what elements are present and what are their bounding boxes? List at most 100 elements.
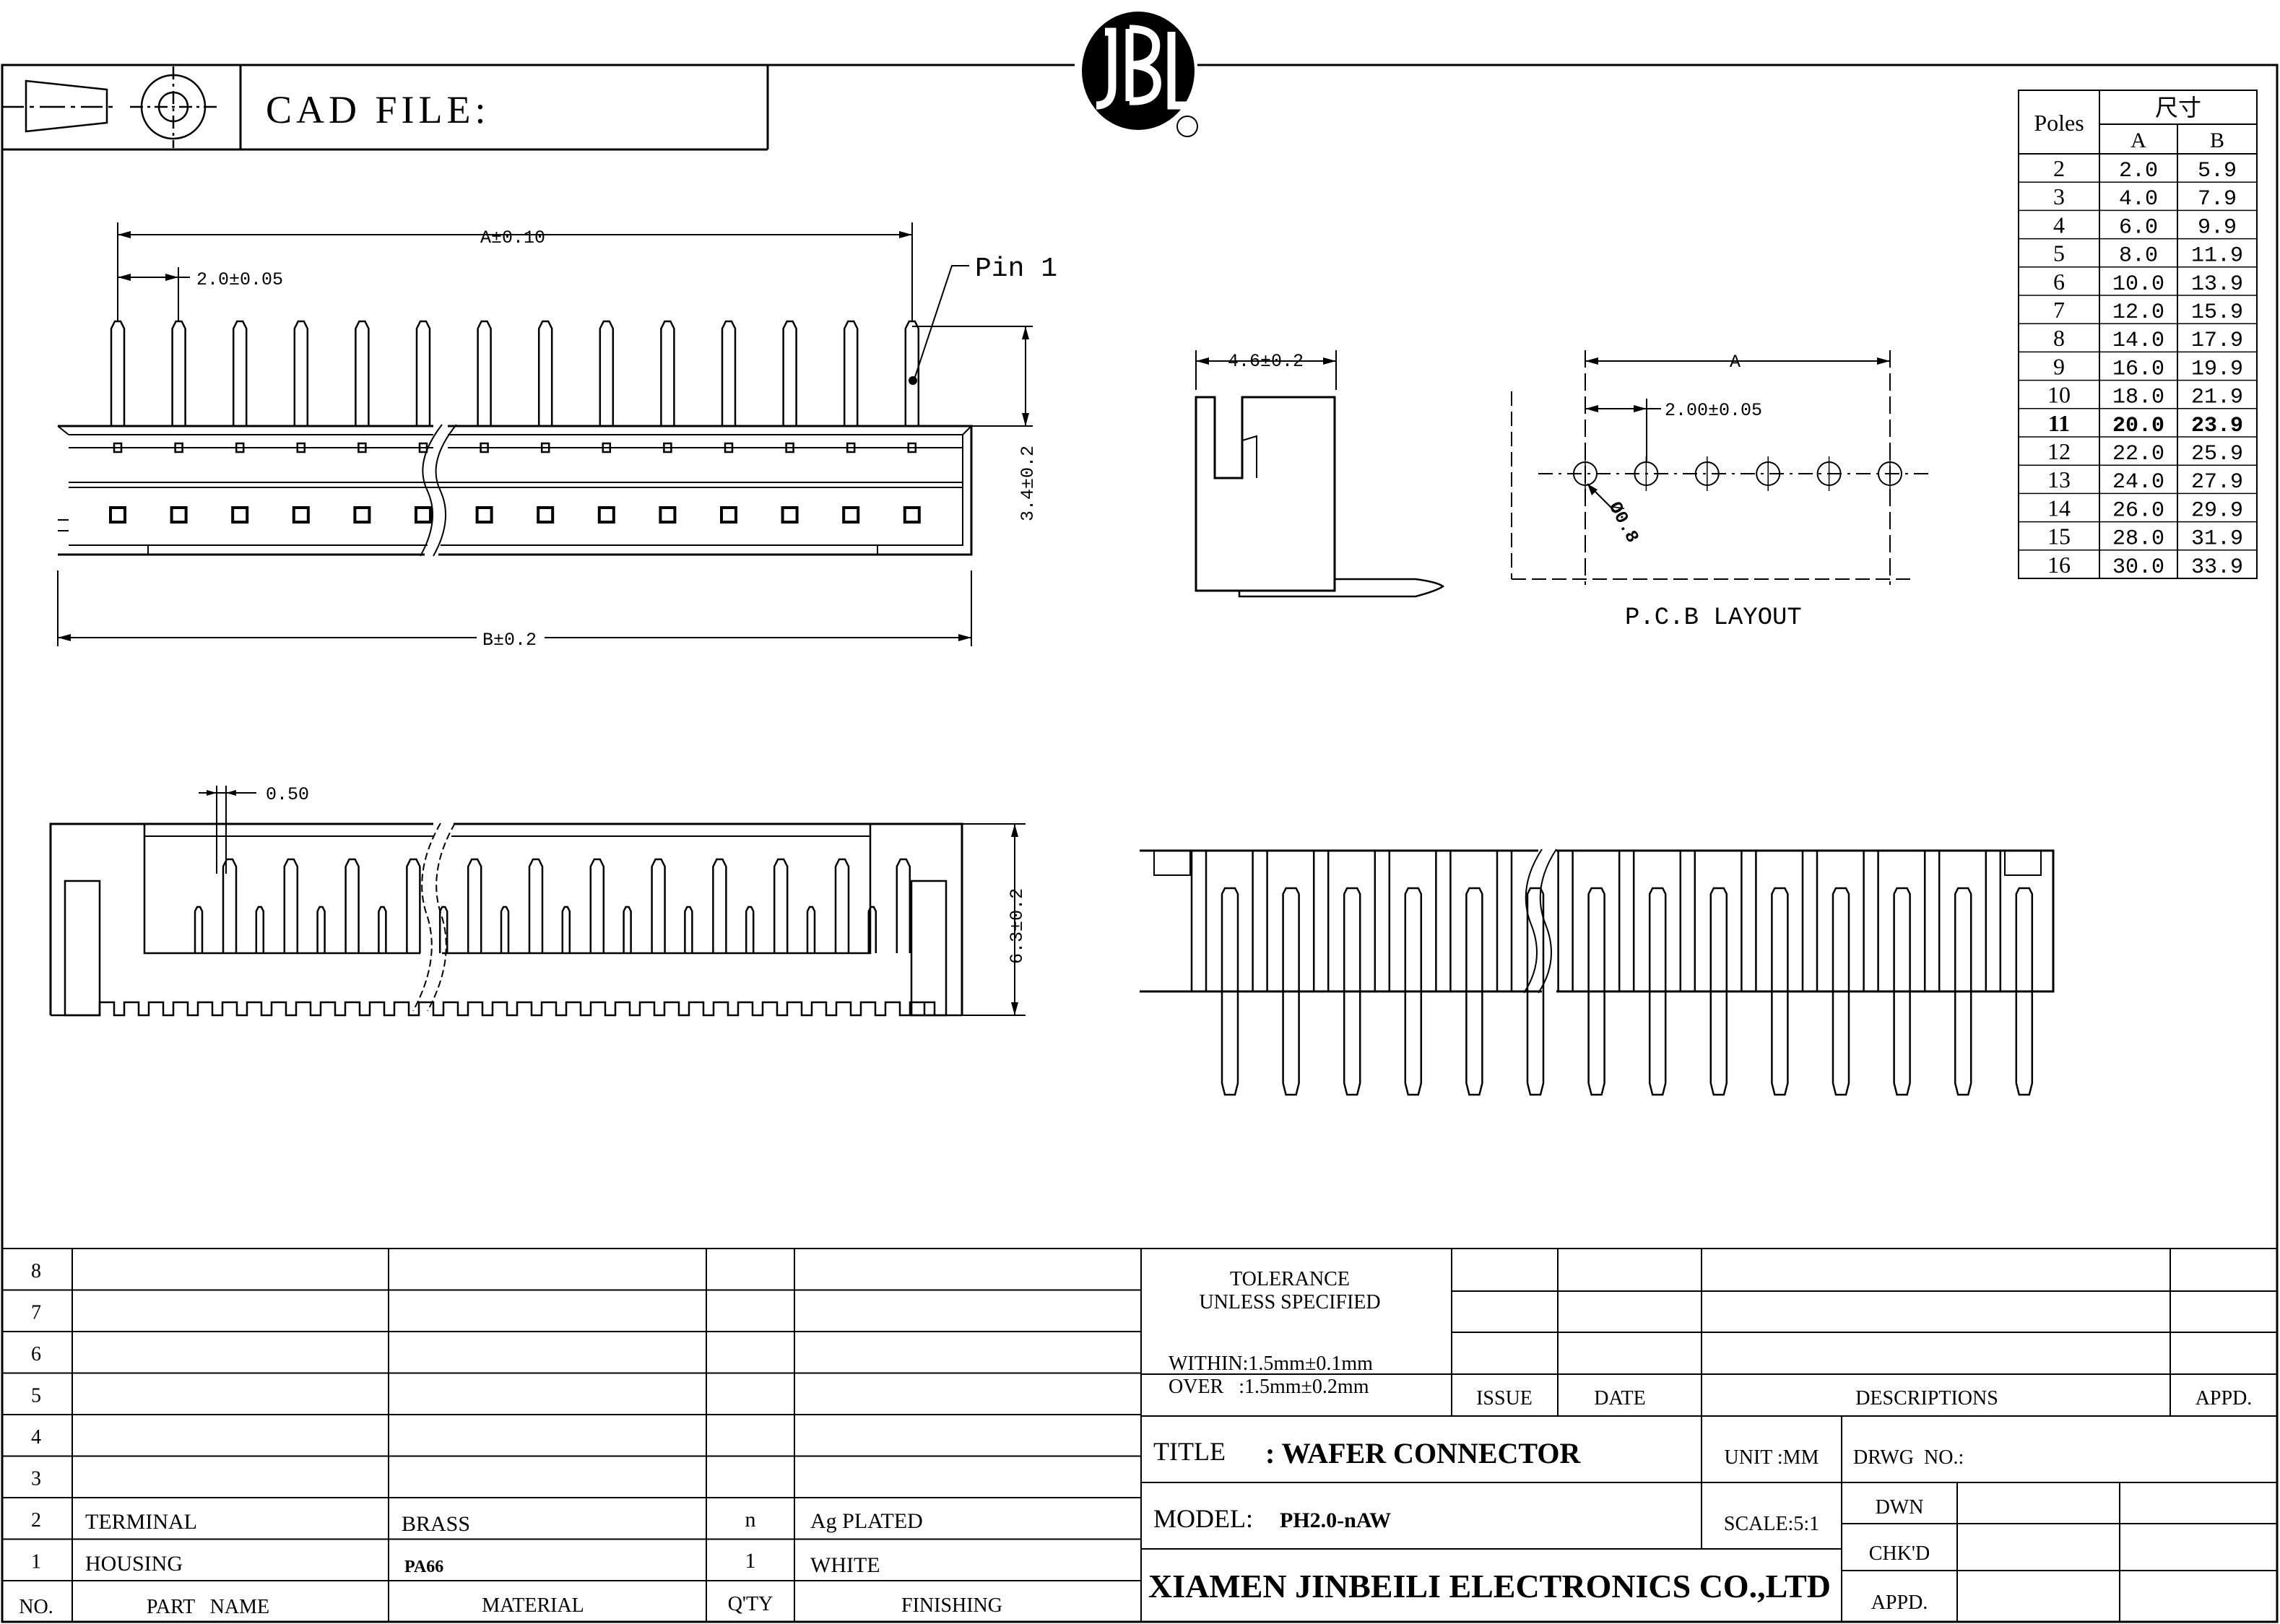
table-cell-b: 25.9: [2191, 442, 2243, 466]
side-pin-lead: [1893, 991, 1911, 1096]
side-pin-lead: [1709, 991, 1728, 1096]
top-dim-b: B±0.2: [482, 630, 537, 651]
front-pin-short: [623, 906, 632, 953]
top-pin-hole: [903, 506, 921, 524]
table-cell-a: 30.0: [2112, 555, 2164, 580]
front-pin-short: [438, 906, 448, 953]
tolerance-line2: UNLESS SPECIFIED: [1199, 1291, 1380, 1313]
table-cell-b: 9.9: [2198, 215, 2237, 240]
revision-descriptions: DESCRIPTIONS: [1855, 1387, 1998, 1410]
side-pin-lead: [1954, 991, 1972, 1096]
table-cell-poles: 9: [2053, 353, 2065, 379]
dwn-label: DWN: [1876, 1496, 1924, 1519]
front-pin: [896, 858, 911, 953]
top-pin: [171, 320, 186, 426]
tolerance-line1: TOLERANCE: [1230, 1268, 1350, 1290]
front-base-teeth: [51, 1001, 962, 1017]
side-pin-upper: [1648, 887, 1667, 991]
front-view-drawing: [49, 786, 1026, 1017]
table-cell-a: 6.0: [2119, 215, 2158, 240]
top-pin: [355, 320, 370, 426]
top-pin: [721, 320, 737, 426]
drawing-number-label: DRWG NO.:: [1853, 1446, 1964, 1469]
part-material: BRASS: [402, 1512, 470, 1536]
front-view-pins: [194, 858, 911, 953]
front-pin: [467, 858, 482, 953]
table-cell-a: 24.0: [2112, 470, 2164, 495]
front-pin-short: [500, 906, 510, 953]
table-cell-a: 10.0: [2112, 272, 2164, 297]
front-pin-short: [255, 906, 265, 953]
table-cell-b: 23.9: [2191, 414, 2243, 438]
revision-issue: ISSUE: [1476, 1387, 1533, 1410]
side-dim-width: 4.6±0.2: [1228, 351, 1304, 372]
top-pin-slot: [540, 442, 550, 453]
tolerance-line3: WITHIN:1.5mm±0.1mm: [1169, 1352, 1373, 1375]
parts-row-number: 4: [31, 1426, 41, 1449]
front-pin-short: [745, 906, 755, 953]
top-pin: [660, 320, 675, 426]
pcb-layout-title: P.C.B LAYOUT: [1625, 604, 1802, 632]
top-pin-hole: [353, 506, 371, 524]
parts-row-2: TERMINAL BRASS n Ag PLATED: [85, 1508, 923, 1536]
top-pin-hole: [231, 506, 249, 524]
table-cell-b: 11.9: [2191, 244, 2243, 269]
side-pin-upper: [1526, 887, 1545, 991]
side-pin-lead: [1282, 991, 1300, 1096]
table-cell-a: 18.0: [2112, 386, 2164, 410]
table-cell-b: 13.9: [2191, 272, 2243, 297]
side-pin-upper: [1893, 887, 1911, 991]
front-dim-pin: 0.50: [266, 784, 309, 805]
top-pin-slot: [785, 442, 794, 453]
appd-label: APPD.: [1871, 1592, 1928, 1614]
top-pin-slot: [357, 442, 367, 453]
top-pin-slot: [724, 442, 734, 453]
table-cell-poles: 7: [2053, 297, 2065, 323]
table-header-a: A: [2131, 129, 2146, 152]
top-pin: [782, 320, 797, 426]
part-qty: n: [745, 1508, 756, 1532]
top-pin: [293, 320, 309, 426]
side-pin-upper: [1587, 887, 1605, 991]
pin-side-view-drawing: [1140, 848, 2055, 994]
front-pin-short: [194, 906, 204, 953]
header-finishing: FINISHING: [901, 1594, 1002, 1617]
front-pin: [283, 858, 299, 953]
top-pin-slot: [602, 442, 612, 453]
front-pin-short: [378, 906, 387, 953]
parts-list-headers: NO. PART NAME MATERIAL Q'TY FINISHING: [19, 1593, 1002, 1618]
top-pin: [843, 320, 859, 426]
projection-symbol-icon: [2, 66, 217, 148]
front-pin-short: [867, 906, 877, 953]
table-cell-poles: 5: [2053, 240, 2065, 266]
side-view-drawing: [1195, 350, 1445, 598]
front-pin: [222, 858, 238, 953]
side-pin-upper: [2015, 887, 2034, 991]
table-cell-a: 20.0: [2112, 414, 2164, 438]
table-cell-poles: 2: [2053, 155, 2065, 181]
title-value: : WAFER CONNECTOR: [1265, 1437, 1581, 1469]
table-cell-poles: 3: [2053, 183, 2065, 209]
top-pin-hole: [842, 506, 860, 524]
model-value: PH2.0-nAW: [1280, 1508, 1391, 1532]
header-qty: Q'TY: [728, 1593, 773, 1615]
parts-row-number: 5: [31, 1385, 41, 1407]
table-cell-a: 2.0: [2119, 159, 2158, 183]
table-cell-a: 28.0: [2112, 527, 2164, 552]
top-pin-hole: [597, 506, 615, 524]
table-cell-a: 22.0: [2112, 442, 2164, 466]
parts-row-number: 6: [31, 1343, 41, 1365]
table-cell-b: 31.9: [2191, 527, 2243, 552]
top-pin-hole: [537, 506, 555, 524]
top-view-pins: [109, 320, 921, 524]
